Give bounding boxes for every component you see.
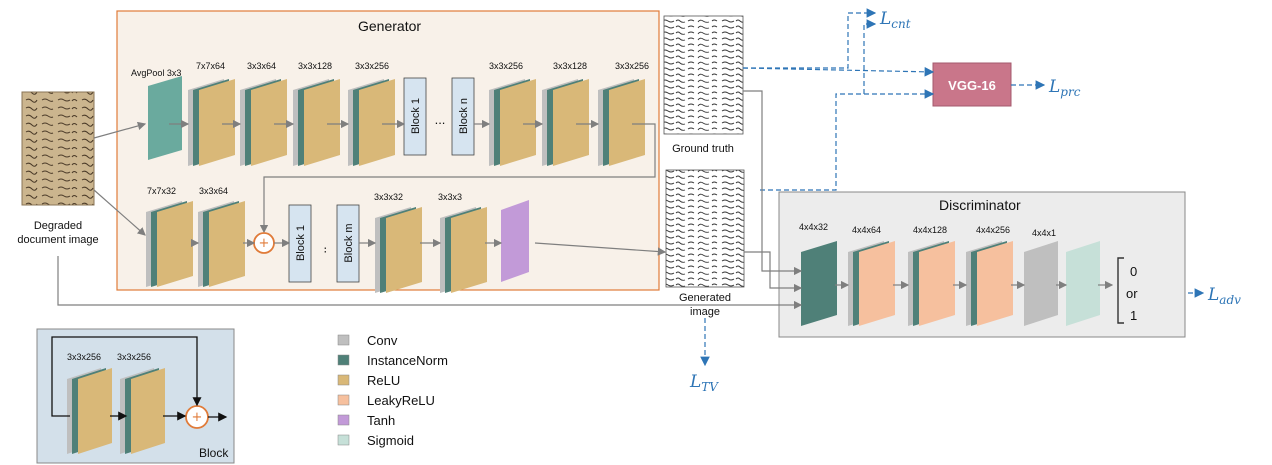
disc-layer-2 (848, 241, 895, 326)
label-bottom-1: 7x7x32 (147, 186, 176, 196)
block-add-plus-icon: + (192, 410, 203, 425)
input-label-line1: Degraded (34, 220, 82, 232)
generated-image (665, 169, 745, 288)
disc-label-4: 4x4x256 (976, 225, 1010, 235)
label-bottom-3: 3x3x32 (374, 192, 403, 202)
legend-swatch-relu (337, 374, 350, 386)
top-row-arrows (93, 119, 656, 234)
avgpool-layer (148, 76, 182, 160)
label-top-7: 3x3x256 (615, 61, 649, 71)
bottom-row-arrows (190, 238, 667, 256)
block-detail-layer-1 (67, 368, 112, 454)
bottom-layer-1 (146, 201, 193, 287)
output-bracket (1117, 257, 1124, 324)
loss-adv: Ladv (1207, 285, 1241, 307)
disc-arrows (57, 90, 1114, 310)
top-dots: ... (435, 112, 446, 127)
disc-label-1: 4x4x32 (799, 222, 828, 232)
top-block-1-label: Block 1 (410, 98, 422, 134)
legend-swatch-instancenorm (337, 354, 350, 366)
label-top-5: 3x3x256 (489, 61, 523, 71)
degraded-document-image (21, 91, 95, 206)
disc-layer-3 (908, 241, 955, 326)
disc-layer-1 (801, 241, 837, 326)
label-top-6: 3x3x128 (553, 61, 587, 71)
label-top-1: 7x7x64 (196, 61, 225, 71)
bottom-block-1-label: Block 1 (295, 225, 307, 261)
legend-label-tanh: Tanh (367, 413, 395, 428)
legend-label-instancenorm: InstanceNorm (367, 353, 448, 368)
loss-prc: Lprc (1048, 77, 1081, 99)
legend-label-leakyrelu: LeakyReLU (367, 393, 435, 408)
loss-tv: LTV (689, 372, 719, 394)
legend-label-conv: Conv (367, 333, 398, 348)
top-layer-3 (293, 79, 340, 166)
disc-layer-5-conv (1024, 241, 1058, 326)
top-layer-5 (489, 79, 536, 166)
legend-swatch-tanh (337, 414, 350, 426)
disc-label-3: 4x4x128 (913, 225, 947, 235)
generated-label-line2: image (690, 306, 720, 318)
label-top-4: 3x3x256 (355, 61, 389, 71)
label-bottom-4: 3x3x3 (438, 192, 462, 202)
generator-title: Generator (358, 18, 421, 34)
block-detail-title: Block (199, 446, 229, 460)
label-top-2: 3x3x64 (247, 61, 276, 71)
output-or: or (1126, 286, 1138, 301)
output-0: 0 (1130, 264, 1137, 279)
disc-label-2: 4x4x64 (852, 225, 881, 235)
legend-swatch-conv (337, 334, 350, 346)
loss-cnt: Lcnt (879, 9, 911, 31)
bottom-layer-4 (440, 207, 487, 293)
top-block-n (451, 77, 475, 156)
disc-label-5: 4x4x1 (1032, 228, 1056, 238)
block-detail-label-2: 3x3x256 (117, 352, 151, 362)
bottom-dots: .. (314, 246, 329, 253)
top-layer-1 (188, 79, 235, 166)
label-top-3: 3x3x128 (298, 61, 332, 71)
bottom-layer-2 (198, 201, 245, 287)
disc-layer-4 (966, 241, 1013, 326)
vgg-16-box (932, 62, 1012, 107)
label-avgpool: AvgPool 3x3 (131, 68, 181, 78)
block-detail-layer-2 (120, 368, 165, 454)
top-layer-4 (348, 79, 395, 166)
vgg-16-label: VGG-16 (948, 78, 996, 93)
skip-add-plus-icon: + (259, 236, 270, 251)
input-to-bottom-arrow (93, 189, 146, 236)
legend-swatch-sigmoid (337, 434, 350, 446)
input-label-line2: document image (17, 234, 98, 246)
tanh-layer (501, 200, 529, 282)
block-detail-label-1: 3x3x256 (67, 352, 101, 362)
legend-label-relu: ReLU (367, 373, 400, 388)
top-block-n-label: Block n (458, 98, 470, 134)
legend-swatch-leakyrelu (337, 394, 350, 406)
ground-truth-image (663, 15, 744, 135)
output-1: 1 (1130, 308, 1137, 323)
discriminator-title: Discriminator (939, 197, 1021, 213)
disc-sigmoid-layer (1066, 241, 1100, 326)
top-layer-2 (240, 79, 287, 166)
bottom-layer-3 (375, 207, 422, 293)
block-detail-arrows (51, 336, 228, 422)
legend-label-sigmoid: Sigmoid (367, 433, 414, 448)
top-layer-6 (542, 79, 589, 166)
bottom-block-m-label: Block m (343, 223, 355, 262)
ground-truth-label: Ground truth (672, 143, 734, 155)
top-layer-7 (598, 79, 645, 166)
legend: Conv InstanceNorm ReLU LeakyReLU Tanh Si… (337, 333, 448, 448)
top-block-1 (403, 77, 427, 156)
generated-label-line1: Generated (679, 292, 731, 304)
label-bottom-2: 3x3x64 (199, 186, 228, 196)
